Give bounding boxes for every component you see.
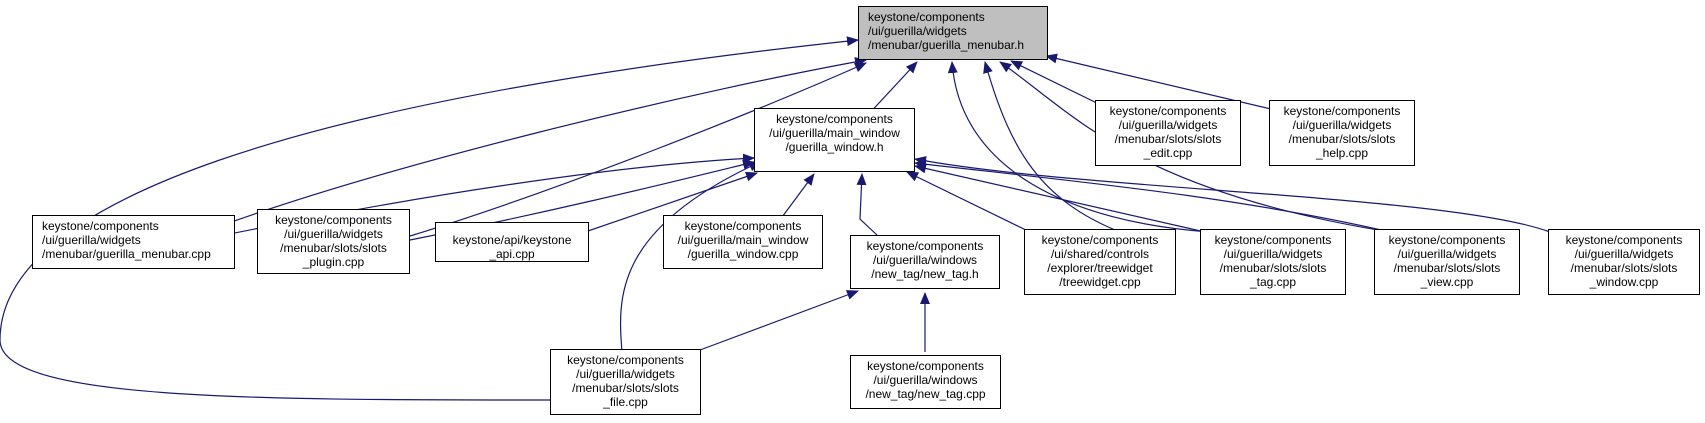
node-line: /ui/guerilla/widgets — [1118, 118, 1218, 132]
node-line: _view.cpp — [1420, 275, 1474, 289]
node-line: /ui/guerilla/widgets — [576, 367, 675, 381]
node-line: /menubar/guerilla_menubar.cpp — [42, 247, 211, 261]
edge-slots-window-to-window-h — [914, 156, 1551, 233]
edge-new-tag-h-to-window-h — [856, 173, 879, 237]
node-slots-plugin-cpp[interactable]: keystone/components /ui/guerilla/widgets… — [257, 209, 410, 274]
node-line: /menubar/slots/slots — [280, 241, 387, 255]
edge-slots-tag-to-root — [947, 61, 1211, 233]
edge-slots-edit-to-root — [1010, 60, 1110, 110]
node-line: keystone/components — [1283, 104, 1401, 118]
node-line: /ui/guerilla/widgets — [1292, 118, 1392, 132]
node-line: /guerilla_window.h — [785, 140, 884, 154]
node-line: /new_tag/new_tag.h — [871, 267, 979, 281]
node-treewidget-cpp[interactable]: keystone/components /ui/shared/controls … — [1024, 229, 1176, 295]
node-line: keystone/components — [1565, 233, 1683, 247]
node-line: keystone/components — [1214, 233, 1332, 247]
node-line: keystone/components — [1388, 233, 1506, 247]
node-line: /menubar/slots/slots — [1570, 261, 1678, 275]
node-line: keystone/components — [868, 10, 985, 24]
node-line: keystone/components — [1109, 104, 1227, 118]
node-slots-tag-cpp[interactable]: keystone/components /ui/guerilla/widgets… — [1200, 229, 1346, 295]
node-line: _window.cpp — [1589, 275, 1659, 289]
node-line: keystone/components — [684, 219, 802, 233]
node-line: /guerilla_window.cpp — [687, 247, 799, 261]
node-line: _api.cpp — [489, 247, 535, 261]
node-line: /menubar/slots/slots — [1114, 132, 1222, 146]
node-line: keystone/components — [866, 239, 984, 253]
node-line: /ui/guerilla/main_window — [677, 233, 809, 247]
edge-slots-tag-to-root-2 — [983, 61, 1121, 233]
node-line: /ui/guerilla/widgets — [1223, 247, 1323, 261]
node-guerilla-menubar-cpp[interactable]: keystone/components /ui/guerilla/widgets… — [32, 215, 235, 269]
node-line: /menubar/guerilla_menubar.h — [868, 38, 1025, 52]
edge-slots-file-to-new-tag-h — [699, 290, 859, 351]
node-line: _file.cpp — [603, 395, 648, 409]
node-line: /menubar/slots/slots — [1288, 132, 1396, 146]
edge-menubar-cpp-to-root — [192, 57, 867, 237]
node-line: _tag.cpp — [1249, 275, 1297, 289]
node-slots-help-cpp[interactable]: keystone/components /ui/guerilla/widgets… — [1269, 100, 1415, 166]
node-guerilla-window-cpp[interactable]: keystone/components /ui/guerilla/main_wi… — [663, 215, 823, 269]
node-slots-file-cpp[interactable]: keystone/components /ui/guerilla/widgets… — [550, 349, 701, 415]
node-new-tag-cpp[interactable]: keystone/components /ui/guerilla/windows… — [850, 355, 1001, 409]
node-line: /ui/guerilla/widgets — [284, 227, 383, 241]
node-line: /menubar/slots/slots — [572, 381, 679, 395]
node-line: /ui/guerilla/windows — [872, 253, 978, 267]
node-line: keystone/components — [42, 219, 159, 233]
node-slots-edit-cpp[interactable]: keystone/components /ui/guerilla/widgets… — [1095, 100, 1241, 166]
node-line: /ui/guerilla/widgets — [1397, 247, 1497, 261]
node-line: /ui/guerilla/widgets — [868, 24, 967, 38]
node-line: keystone/components — [776, 112, 893, 126]
node-line: /ui/guerilla/widgets — [1574, 247, 1674, 261]
node-keystone-api-cpp[interactable]: keystone/api/keystone _api.cpp — [435, 222, 589, 262]
node-line: /new_tag/new_tag.cpp — [865, 387, 986, 401]
node-line: _edit.cpp — [1143, 146, 1193, 160]
edge-plugin-to-root — [409, 62, 867, 237]
edge-guerilla-window-h-to-root — [865, 61, 918, 118]
root-node-guerilla-menubar-h: keystone/components /ui/guerilla/widgets… — [858, 6, 1048, 60]
node-new-tag-h[interactable]: keystone/components /ui/guerilla/windows… — [850, 235, 1000, 289]
node-guerilla-window-h[interactable]: keystone/components /ui/guerilla/main_wi… — [754, 108, 915, 172]
node-line: _plugin.cpp — [302, 255, 365, 269]
edge-slots-view-to-window-h — [914, 159, 1391, 233]
node-line: keystone/components — [1041, 233, 1159, 247]
node-line: /ui/guerilla/main_window — [769, 126, 900, 140]
node-line: /ui/guerilla/windows — [873, 373, 978, 387]
node-line: keystone/components — [867, 359, 984, 373]
edge-slots-file-to-root — [0, 36, 859, 401]
node-line: /ui/guerilla/widgets — [42, 233, 141, 247]
node-line: /explorer/treewidget — [1047, 261, 1153, 275]
node-line: /menubar/slots/slots — [1393, 261, 1501, 275]
node-line: /treewidget.cpp — [1059, 275, 1141, 289]
node-line: keystone/api/keystone — [452, 233, 572, 247]
node-line: _help.cpp — [1315, 146, 1369, 160]
node-line: /ui/shared/controls — [1050, 247, 1150, 261]
edge-treewidget-to-window-h — [906, 171, 1031, 233]
node-line: keystone/components — [275, 213, 392, 227]
node-slots-window-cpp[interactable]: keystone/components /ui/guerilla/widgets… — [1548, 229, 1700, 295]
edge-slots-tag-to-window-h — [914, 163, 1206, 233]
node-slots-view-cpp[interactable]: keystone/components /ui/guerilla/widgets… — [1374, 229, 1520, 295]
edge-slots-file-to-window-h — [619, 161, 761, 353]
node-line: keystone/components — [567, 353, 684, 367]
node-line: /menubar/slots/slots — [1219, 261, 1327, 275]
